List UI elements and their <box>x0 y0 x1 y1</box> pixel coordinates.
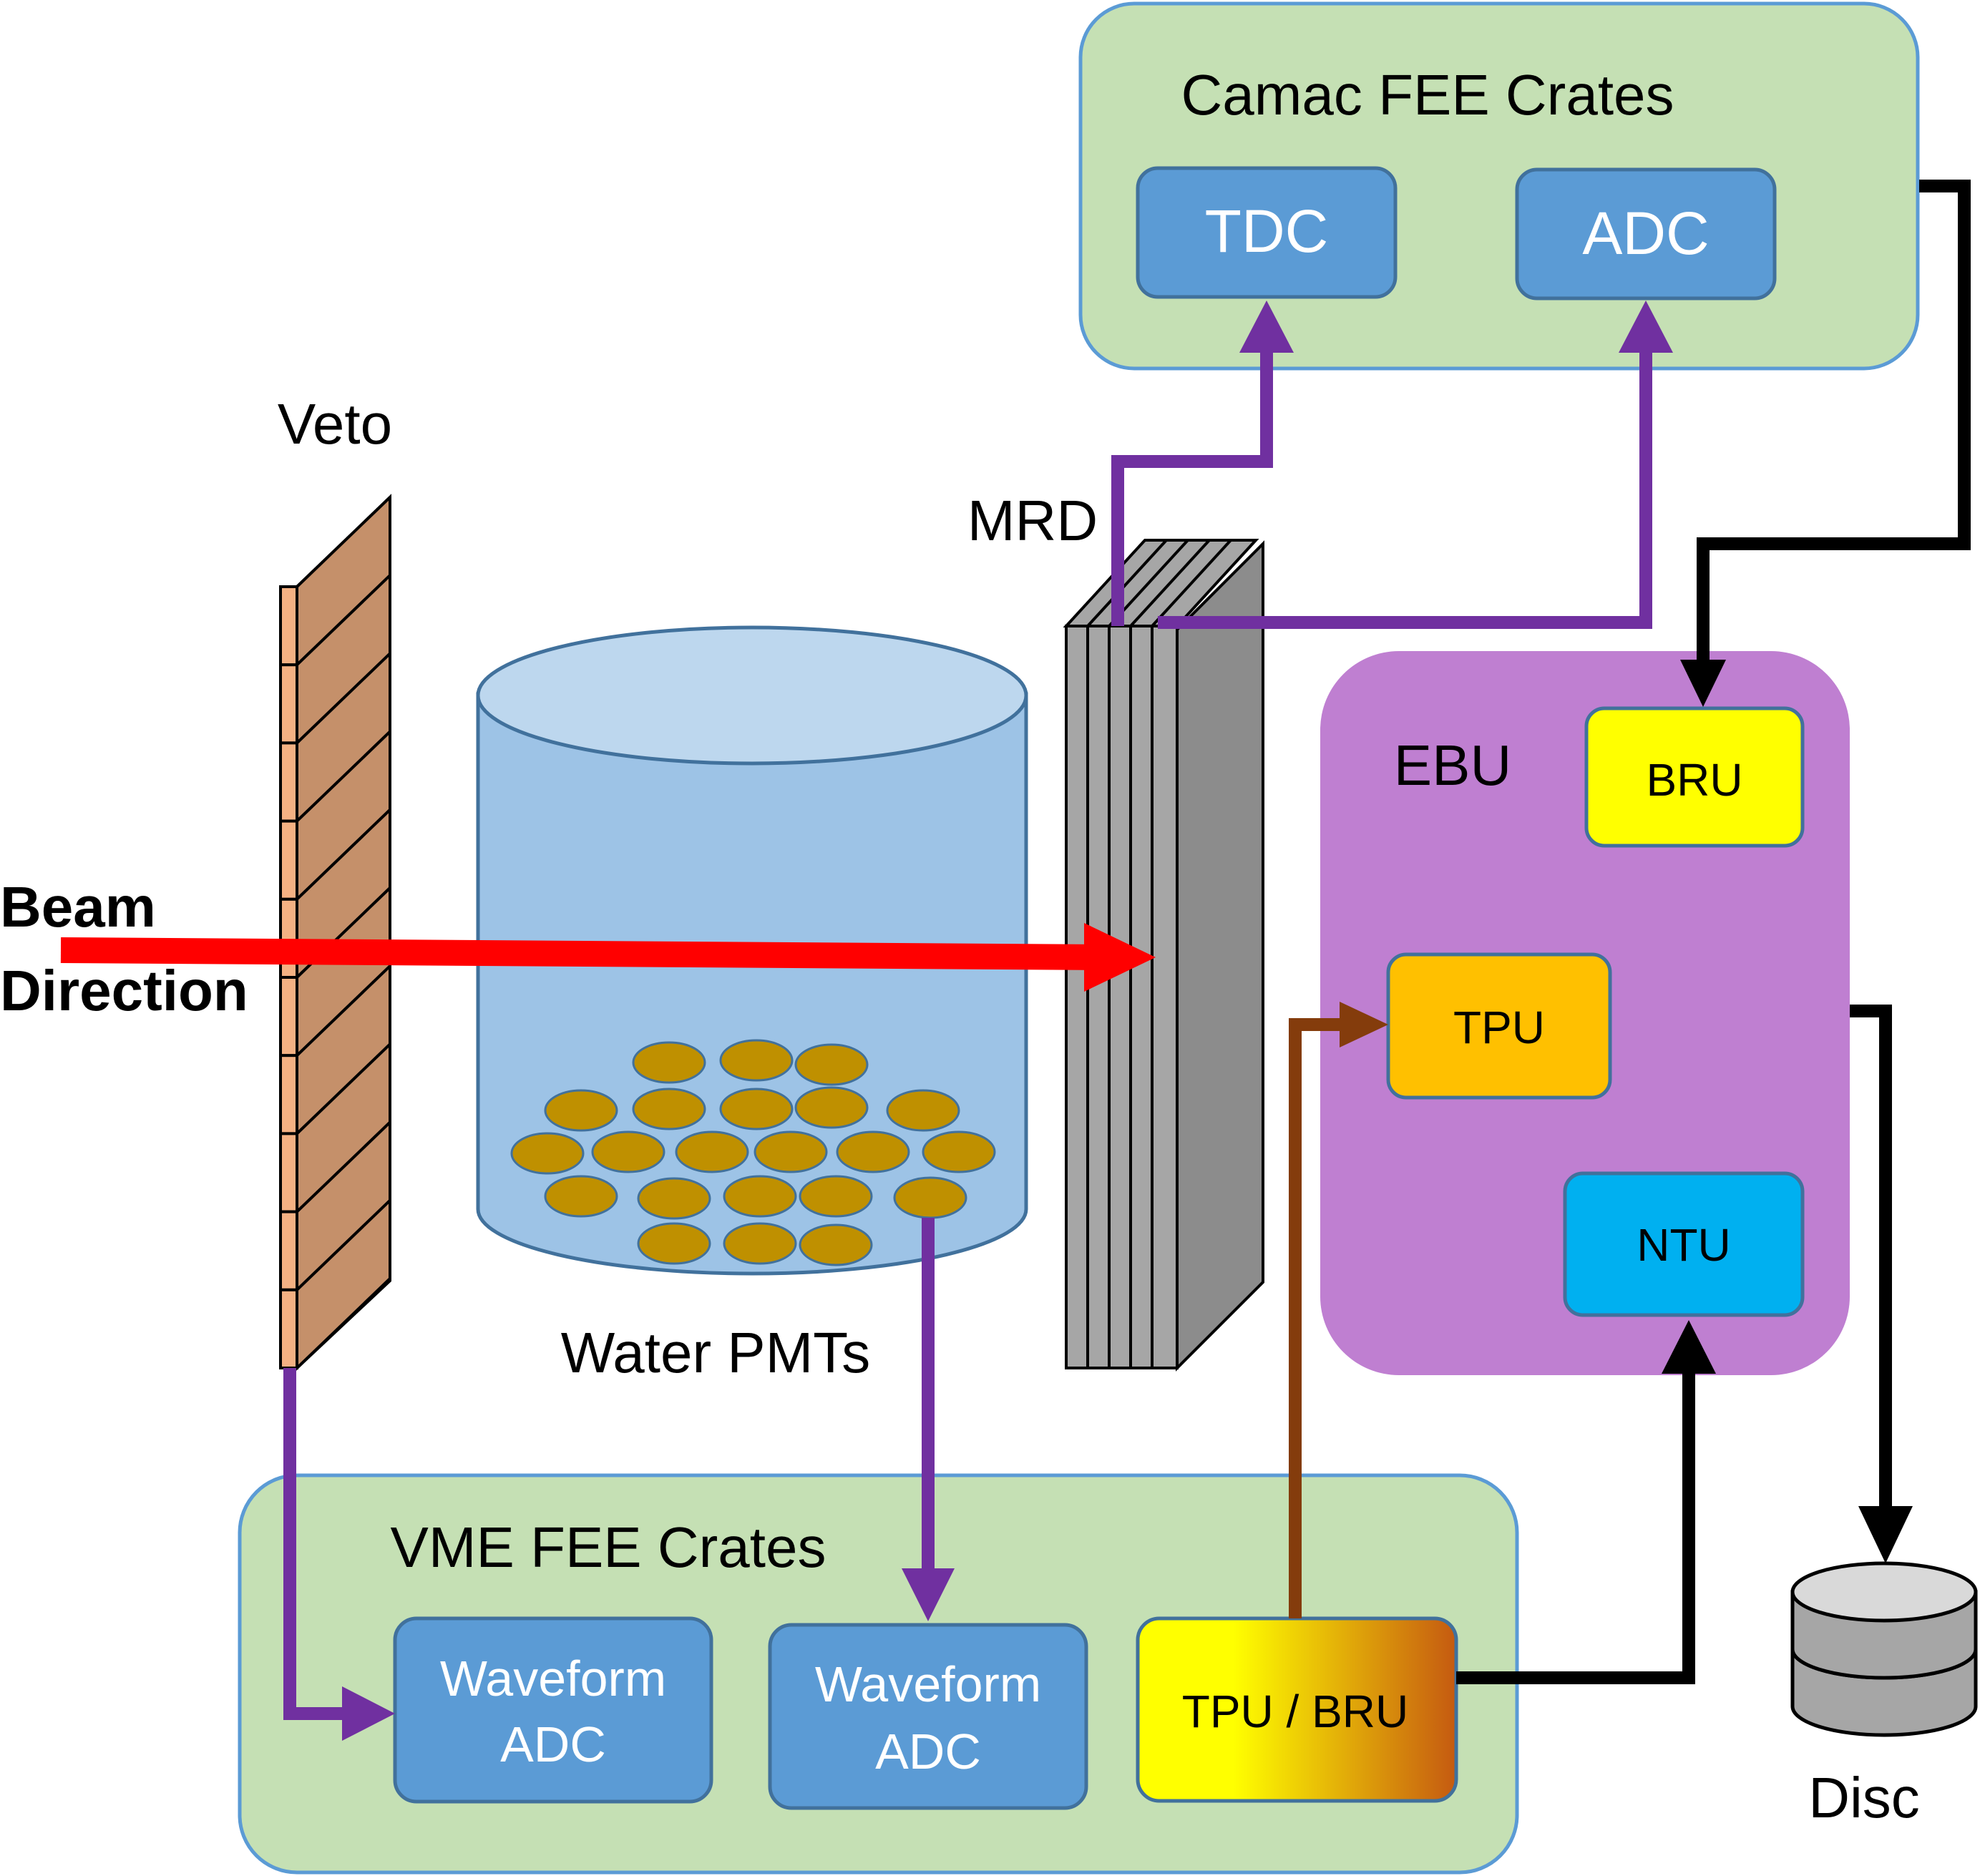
pmt <box>637 1222 711 1265</box>
mrd-side-face <box>1176 540 1264 1372</box>
pmt <box>836 1130 910 1173</box>
pmt <box>632 1088 706 1130</box>
veto-label: Veto <box>278 392 392 456</box>
veto-paddle-front <box>279 585 298 667</box>
veto-paddle-front <box>279 1132 298 1213</box>
beam-label-line1: Beam <box>0 875 156 939</box>
disc-storage <box>1790 1561 1978 1737</box>
mrd-to-tdc-arrowhead <box>1239 301 1294 353</box>
beam-arrow-head <box>1084 923 1156 992</box>
waveform-adc-1-line2: ADC <box>500 1716 606 1772</box>
veto-paddle-front <box>279 1288 298 1370</box>
water-tank <box>476 625 1028 1276</box>
mrd-to-tdc-line <box>1111 343 1273 626</box>
tank-body <box>476 692 1028 1276</box>
veto-paddle-front <box>279 976 298 1057</box>
camac-to-bru-arrowhead <box>1680 660 1726 707</box>
veto-paddle-front <box>279 663 298 745</box>
veto-paddle-front <box>279 741 298 823</box>
mrd-to-adc-arrowhead <box>1619 301 1673 353</box>
pmt <box>723 1222 797 1265</box>
pmt <box>754 1130 828 1173</box>
veto-paddles <box>279 494 391 1372</box>
pmt <box>632 1041 706 1084</box>
ebu-unit: EBU BRU TPU NTU <box>1320 651 1850 1375</box>
veto-paddle-front <box>279 1210 298 1291</box>
pmt <box>723 1175 797 1218</box>
beam-arrow-shaft <box>60 937 1099 970</box>
ntu-module <box>1563 1171 1805 1317</box>
vme-fee-crates: VME FEE Crates Waveform ADC Waveform ADC… <box>238 1473 1519 1875</box>
pmt-array <box>510 1039 996 1266</box>
pmt <box>719 1088 794 1130</box>
pmt <box>799 1223 873 1266</box>
camac-to-bru-line <box>1697 180 1971 665</box>
adc-module <box>1515 167 1777 301</box>
pmt <box>794 1043 869 1086</box>
bru-label: BRU <box>1646 754 1742 806</box>
ntu-label: NTU <box>1637 1219 1731 1271</box>
pmt <box>544 1175 618 1218</box>
veto-to-wfadc-line <box>283 1368 345 1720</box>
tpubru-to-ntu-line <box>1456 1374 1695 1684</box>
veto-to-wfadc-arrowhead <box>342 1686 395 1741</box>
pmt <box>719 1039 794 1082</box>
water-pmts-label: Water PMTs <box>561 1321 871 1384</box>
mrd-detector <box>1063 539 1264 1372</box>
pmt <box>591 1130 665 1173</box>
ebu-to-disc-line <box>1850 1005 1892 1510</box>
tpubru-to-tpu-arrowhead <box>1340 1002 1388 1047</box>
tdc-module <box>1136 166 1398 299</box>
disc-top <box>1790 1561 1978 1623</box>
mrd-plate <box>1151 625 1179 1369</box>
tpu-label: TPU <box>1453 1002 1545 1053</box>
camac-fee-crates: Camac FEE Crates TDC ADC <box>1078 1 1920 371</box>
pmt <box>799 1175 873 1218</box>
mrd-to-adc-line <box>1158 343 1652 629</box>
ebu-to-disc-arrowhead <box>1858 1506 1913 1563</box>
veto-paddle-front <box>279 1054 298 1135</box>
pmt <box>675 1130 749 1173</box>
camac-title: Camac FEE Crates <box>1181 63 1674 127</box>
pmt <box>893 1176 967 1219</box>
waveform-adc-2 <box>768 1623 1088 1810</box>
pmt <box>637 1177 711 1220</box>
veto-paddle-front <box>279 897 298 979</box>
pmt <box>922 1130 996 1173</box>
pmts-to-wfadc-arrowhead <box>902 1568 955 1621</box>
tdc-label: TDC <box>1205 197 1329 265</box>
pmt <box>544 1089 618 1132</box>
adc-label: ADC <box>1582 200 1709 267</box>
tank-top <box>476 625 1028 766</box>
mrd-label: MRD <box>967 489 1098 552</box>
tpu-module <box>1386 952 1612 1100</box>
ebu-title: EBU <box>1394 733 1512 797</box>
vme-title: VME FEE Crates <box>390 1515 826 1579</box>
waveform-adc-2-line1: Waveform <box>815 1656 1041 1712</box>
disc-label: Disc <box>1808 1766 1920 1829</box>
tpubru-to-tpu-line <box>1289 1018 1345 1618</box>
waveform-adc-1 <box>393 1616 713 1804</box>
pmt <box>886 1089 960 1132</box>
pmt <box>510 1132 585 1175</box>
pmt <box>794 1086 869 1129</box>
tpu-bru-label: TPU / BRU <box>1182 1686 1408 1737</box>
waveform-adc-2-line2: ADC <box>875 1724 981 1779</box>
veto-paddle-front <box>279 819 298 901</box>
beam-label-line2: Direction <box>0 959 248 1022</box>
tpubru-to-ntu-arrowhead <box>1662 1320 1716 1374</box>
waveform-adc-1-line1: Waveform <box>440 1651 666 1706</box>
bru-module <box>1584 706 1805 848</box>
